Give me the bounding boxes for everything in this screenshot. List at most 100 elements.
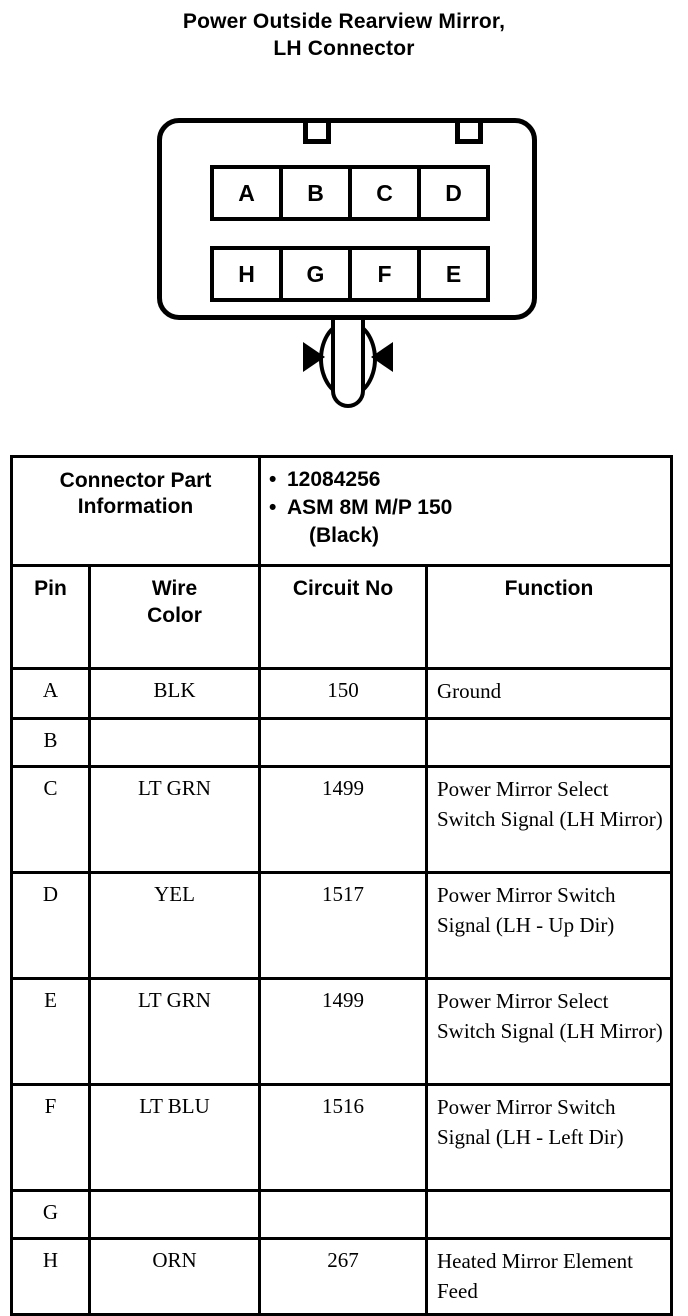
cell-circuit-no-value: 1517 xyxy=(322,882,364,906)
part-info-bullet-1: 12084256 xyxy=(269,466,664,494)
part-info-label-line-1: Connector Part xyxy=(59,469,212,492)
cell-pin-value: B xyxy=(43,728,58,752)
cell-wire-color-value: LT BLU xyxy=(139,1094,210,1118)
cell-circuit-no: 1516 xyxy=(258,1083,428,1192)
cell-pin: C xyxy=(10,765,91,874)
cell-function: Power Mirror Select Switch Signal (LH Mi… xyxy=(425,765,673,874)
connector-body-outline: A B C D H G F E xyxy=(157,118,537,320)
cell-wire-color xyxy=(88,717,261,768)
cell-circuit-no-value xyxy=(261,1192,425,1237)
connector-pin-row-bottom: H G F E xyxy=(210,246,490,302)
table-row: B xyxy=(10,717,673,768)
cell-pin: F xyxy=(10,1083,91,1192)
part-info-bullet-2: ASM 8M M/P 150 (Black) xyxy=(269,494,664,550)
cell-function-value: Heated Mirror Element Feed xyxy=(437,1249,633,1303)
connector-stem-bar xyxy=(331,312,365,408)
table-row: G xyxy=(10,1189,673,1240)
connector-pin-grid: A B C D H G F E xyxy=(210,165,490,302)
cell-function: Power Mirror Switch Signal (LH - Left Di… xyxy=(425,1083,673,1192)
cell-function-value: Ground xyxy=(437,679,502,703)
cell-pin: H xyxy=(10,1237,91,1316)
cell-function-value: Power Mirror Select Switch Signal (LH Mi… xyxy=(437,777,663,831)
connector-pin-cell-c: C xyxy=(352,169,421,217)
table-header-row: Pin Wire Color Circuit No Function xyxy=(10,564,673,670)
cell-circuit-no-value: 267 xyxy=(327,1248,359,1272)
table-row: D YEL 1517 Power Mirror Switch Signal (L… xyxy=(10,871,673,980)
cell-wire-color xyxy=(88,1189,261,1240)
cell-pin: E xyxy=(10,977,91,1086)
cell-circuit-no-value xyxy=(261,720,425,765)
connector-pin-row-top: A B C D xyxy=(210,165,490,221)
cell-circuit-no xyxy=(258,1189,428,1240)
table-row: A BLK 150 Ground xyxy=(10,667,673,720)
cell-pin-value: C xyxy=(43,776,58,800)
table-row-part-info: Connector Part Information 12084256 ASM … xyxy=(10,455,673,567)
connector-pin-cell-f: F xyxy=(352,250,421,298)
cell-pin-value: D xyxy=(42,882,59,906)
cell-wire-color-value: BLK xyxy=(153,678,196,702)
part-info-bullet-list: 12084256 ASM 8M M/P 150 (Black) xyxy=(261,458,670,564)
connector-info-table: Connector Part Information 12084256 ASM … xyxy=(10,455,673,1316)
cell-wire-color: LT GRN xyxy=(88,765,261,874)
column-header-wire-color: Wire Color xyxy=(88,564,261,670)
connector-stem xyxy=(293,312,403,417)
cell-function-value: Power Mirror Switch Signal (LH - Up Dir) xyxy=(437,883,616,937)
column-header-pin-label: Pin xyxy=(34,577,67,600)
cell-wire-color-value: ORN xyxy=(152,1248,197,1272)
cell-function: Heated Mirror Element Feed xyxy=(425,1237,673,1316)
cell-function-value xyxy=(428,1192,670,1236)
connector-notch-left-icon xyxy=(303,123,331,144)
cell-pin: B xyxy=(10,717,91,768)
cell-pin-value: G xyxy=(42,1200,59,1224)
part-info-label-line-2: Information xyxy=(77,495,194,518)
cell-pin-value: A xyxy=(42,678,59,702)
cell-wire-color-value: YEL xyxy=(154,882,195,906)
cell-circuit-no-value: 1516 xyxy=(322,1094,364,1118)
cell-pin-value: E xyxy=(44,988,57,1012)
connector-pin-cell-a: A xyxy=(214,169,283,217)
connector-pin-cell-h: H xyxy=(214,250,283,298)
cell-pin: A xyxy=(10,667,91,720)
cell-function: Power Mirror Select Switch Signal (LH Mi… xyxy=(425,977,673,1086)
connector-pin-cell-g: G xyxy=(283,250,352,298)
cell-function-value xyxy=(428,720,670,764)
table-row: H ORN 267 Heated Mirror Element Feed xyxy=(10,1237,673,1316)
cell-function-value: Power Mirror Switch Signal (LH - Left Di… xyxy=(437,1095,624,1149)
cell-function: Ground xyxy=(425,667,673,720)
page-title-line-2: LH Connector xyxy=(273,37,415,60)
cell-circuit-no-value: 1499 xyxy=(322,776,364,800)
cell-circuit-no: 1517 xyxy=(258,871,428,980)
connector-pin-cell-b: B xyxy=(283,169,352,217)
cell-wire-color: LT BLU xyxy=(88,1083,261,1192)
cell-circuit-no: 150 xyxy=(258,667,428,720)
table-row: C LT GRN 1499 Power Mirror Select Switch… xyxy=(10,765,673,874)
column-header-circuit-no: Circuit No xyxy=(258,564,428,670)
orientation-arrow-right-icon xyxy=(371,342,393,372)
table-row: E LT GRN 1499 Power Mirror Select Switch… xyxy=(10,977,673,1086)
cell-wire-color: LT GRN xyxy=(88,977,261,1086)
column-header-wire-color-line-2: Color xyxy=(147,604,202,627)
column-header-circuit-no-label: Circuit No xyxy=(292,577,394,600)
cell-function-value: Power Mirror Select Switch Signal (LH Mi… xyxy=(437,989,663,1043)
cell-pin: G xyxy=(10,1189,91,1240)
part-info-bullet-2-text: ASM 8M M/P 150 xyxy=(287,496,453,519)
cell-function: Power Mirror Switch Signal (LH - Up Dir) xyxy=(425,871,673,980)
cell-wire-color-value xyxy=(91,1192,258,1237)
connector-pin-cell-d: D xyxy=(445,180,462,206)
cell-circuit-no-value: 150 xyxy=(327,678,359,702)
part-info-label-cell: Connector Part Information xyxy=(10,455,261,567)
cell-wire-color-value: LT GRN xyxy=(138,988,211,1012)
table-row: F LT BLU 1516 Power Mirror Switch Signal… xyxy=(10,1083,673,1192)
column-header-function-label: Function xyxy=(504,577,594,600)
connector-diagram: A B C D H G F E xyxy=(0,100,688,440)
column-header-pin: Pin xyxy=(10,564,91,670)
page-title-line-1: Power Outside Rearview Mirror, xyxy=(182,10,506,33)
orientation-arrow-left-icon xyxy=(303,342,325,372)
cell-pin-value: H xyxy=(42,1248,59,1272)
connector-notch-right-icon xyxy=(455,123,483,144)
column-header-function: Function xyxy=(425,564,673,670)
cell-wire-color: ORN xyxy=(88,1237,261,1316)
cell-wire-color: BLK xyxy=(88,667,261,720)
cell-circuit-no: 1499 xyxy=(258,765,428,874)
part-info-value-cell: 12084256 ASM 8M M/P 150 (Black) xyxy=(258,455,673,567)
